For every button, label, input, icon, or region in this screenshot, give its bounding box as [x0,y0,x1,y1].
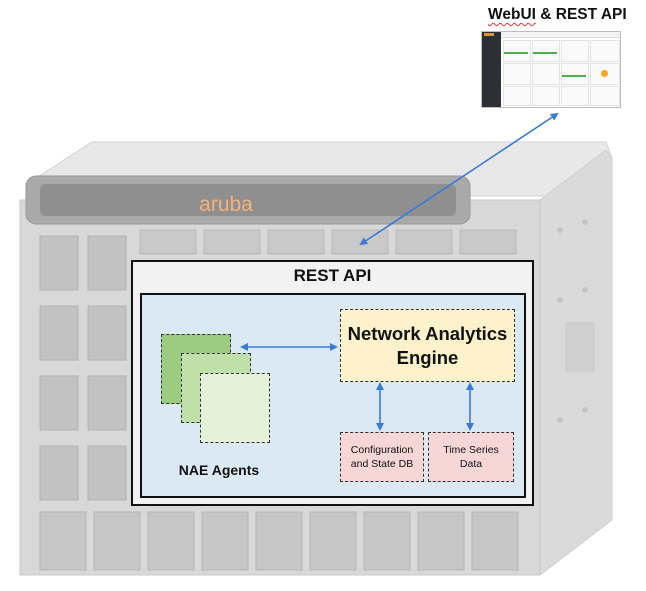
webui-thumb-sidebar [482,32,501,107]
webui-thumb-topbar [501,32,620,38]
webui-thumb-tile [561,86,589,106]
aruba-logo: aruba [199,193,253,216]
nae-agent-card [200,373,270,443]
webui-thumb-tile [561,40,589,62]
config-state-db-label: Configuration and State DB [350,444,414,470]
webui-rest-api-title: WebUI & REST API [488,6,627,24]
webui-title-word: WebUI [488,6,536,23]
webui-thumb-tile [503,63,531,85]
webui-thumb-green-bar [504,52,528,54]
network-analytics-engine-box: Network Analytics Engine [340,309,515,382]
webui-screenshot-thumbnail [481,31,621,108]
time-series-data-label: Time Series Data [443,444,499,470]
nae-agents-label: NAE Agents [178,462,260,478]
webui-thumb-tile [590,63,620,85]
webui-title-rest: & REST API [535,6,627,23]
webui-thumb-tile [561,63,589,85]
rest-api-title: REST API [293,266,372,285]
webui-thumb-logo [484,33,494,36]
config-state-db-box: Configuration and State DB [340,432,424,482]
network-analytics-engine-label: Network Analytics Engine [347,322,508,368]
webui-thumb-tile [532,40,560,62]
webui-thumb-tile [590,86,620,106]
webui-thumb-green-bar [562,75,586,77]
webui-thumb-tile [503,40,531,62]
webui-thumb-tile [532,63,560,85]
webui-thumb-tile [590,40,620,62]
time-series-data-box: Time Series Data [428,432,514,482]
webui-thumb-green-bar [533,52,557,54]
webui-thumb-status-dot [601,70,608,77]
webui-thumb-tile [532,86,560,106]
webui-thumb-tile [503,86,531,106]
